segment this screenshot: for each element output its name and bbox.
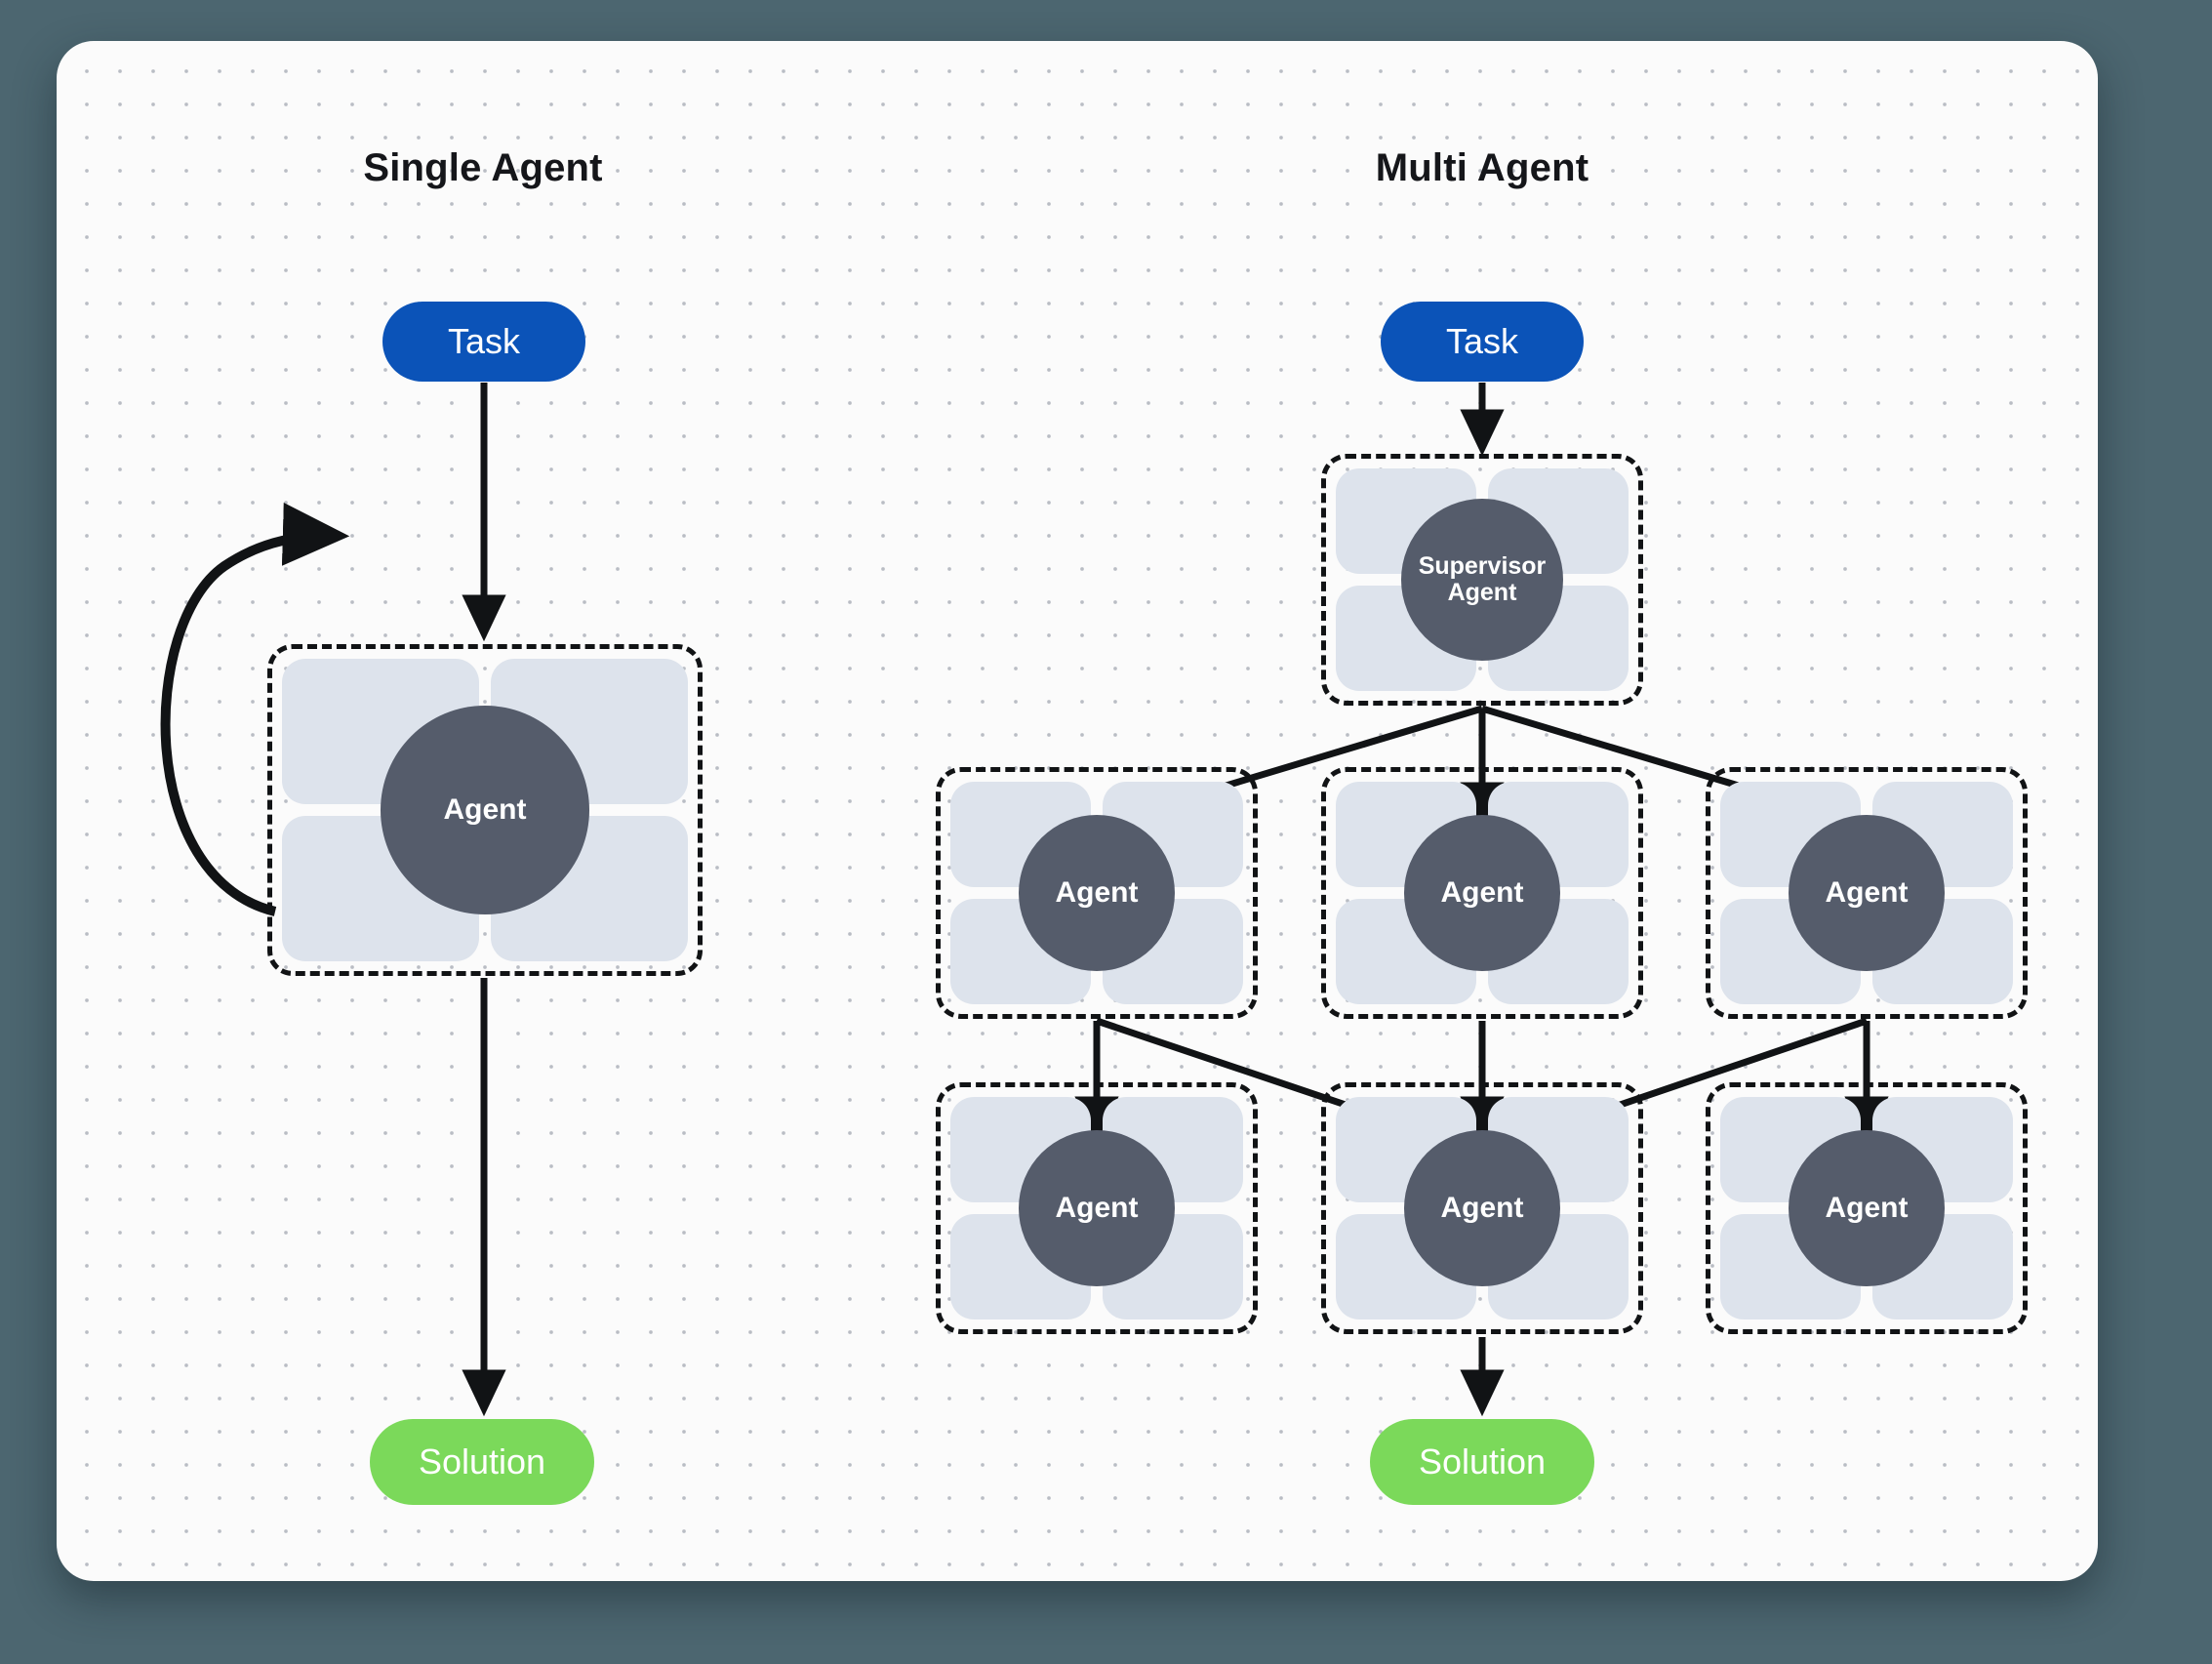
- node-label: Task: [447, 321, 521, 361]
- column-title-multi-agent: Multi Agent: [1375, 146, 1589, 189]
- node-supervisor-agent[interactable]: Supervisor Agent: [1321, 454, 1643, 706]
- node-agent-r2-c2[interactable]: Agent: [1321, 1082, 1643, 1334]
- node-label: Solution: [418, 1441, 546, 1481]
- agent-core-label: Agent: [1019, 1130, 1175, 1286]
- agent-core-label: Agent: [1404, 815, 1560, 971]
- agent-core-label: Agent: [1019, 815, 1175, 971]
- agent-core-label: Agent: [1789, 1130, 1945, 1286]
- agent-tile-grid: [1720, 782, 2013, 1004]
- node-agent-r1-c2[interactable]: Agent: [1321, 767, 1643, 1019]
- agent-core-label: Agent: [381, 706, 589, 914]
- node-agent-r2-c1[interactable]: Agent: [936, 1082, 1258, 1334]
- node-label: Solution: [1418, 1441, 1547, 1481]
- node-label: Task: [1445, 321, 1519, 361]
- agent-core-label: Supervisor Agent: [1401, 499, 1563, 661]
- column-title-single-agent: Single Agent: [363, 146, 603, 189]
- node-agent-r1-c1[interactable]: Agent: [936, 767, 1258, 1019]
- agent-core-label: Agent: [1404, 1130, 1560, 1286]
- node-agent-r2-c3[interactable]: Agent: [1706, 1082, 2028, 1334]
- node-single-task[interactable]: Task: [382, 302, 585, 382]
- node-agent-r1-c3[interactable]: Agent: [1706, 767, 2028, 1019]
- node-multi-solution[interactable]: Solution: [1370, 1419, 1594, 1505]
- agent-core-label: Agent: [1789, 815, 1945, 971]
- node-multi-task[interactable]: Task: [1381, 302, 1584, 382]
- node-single-agent[interactable]: Agent: [267, 644, 703, 976]
- node-single-solution[interactable]: Solution: [370, 1419, 594, 1505]
